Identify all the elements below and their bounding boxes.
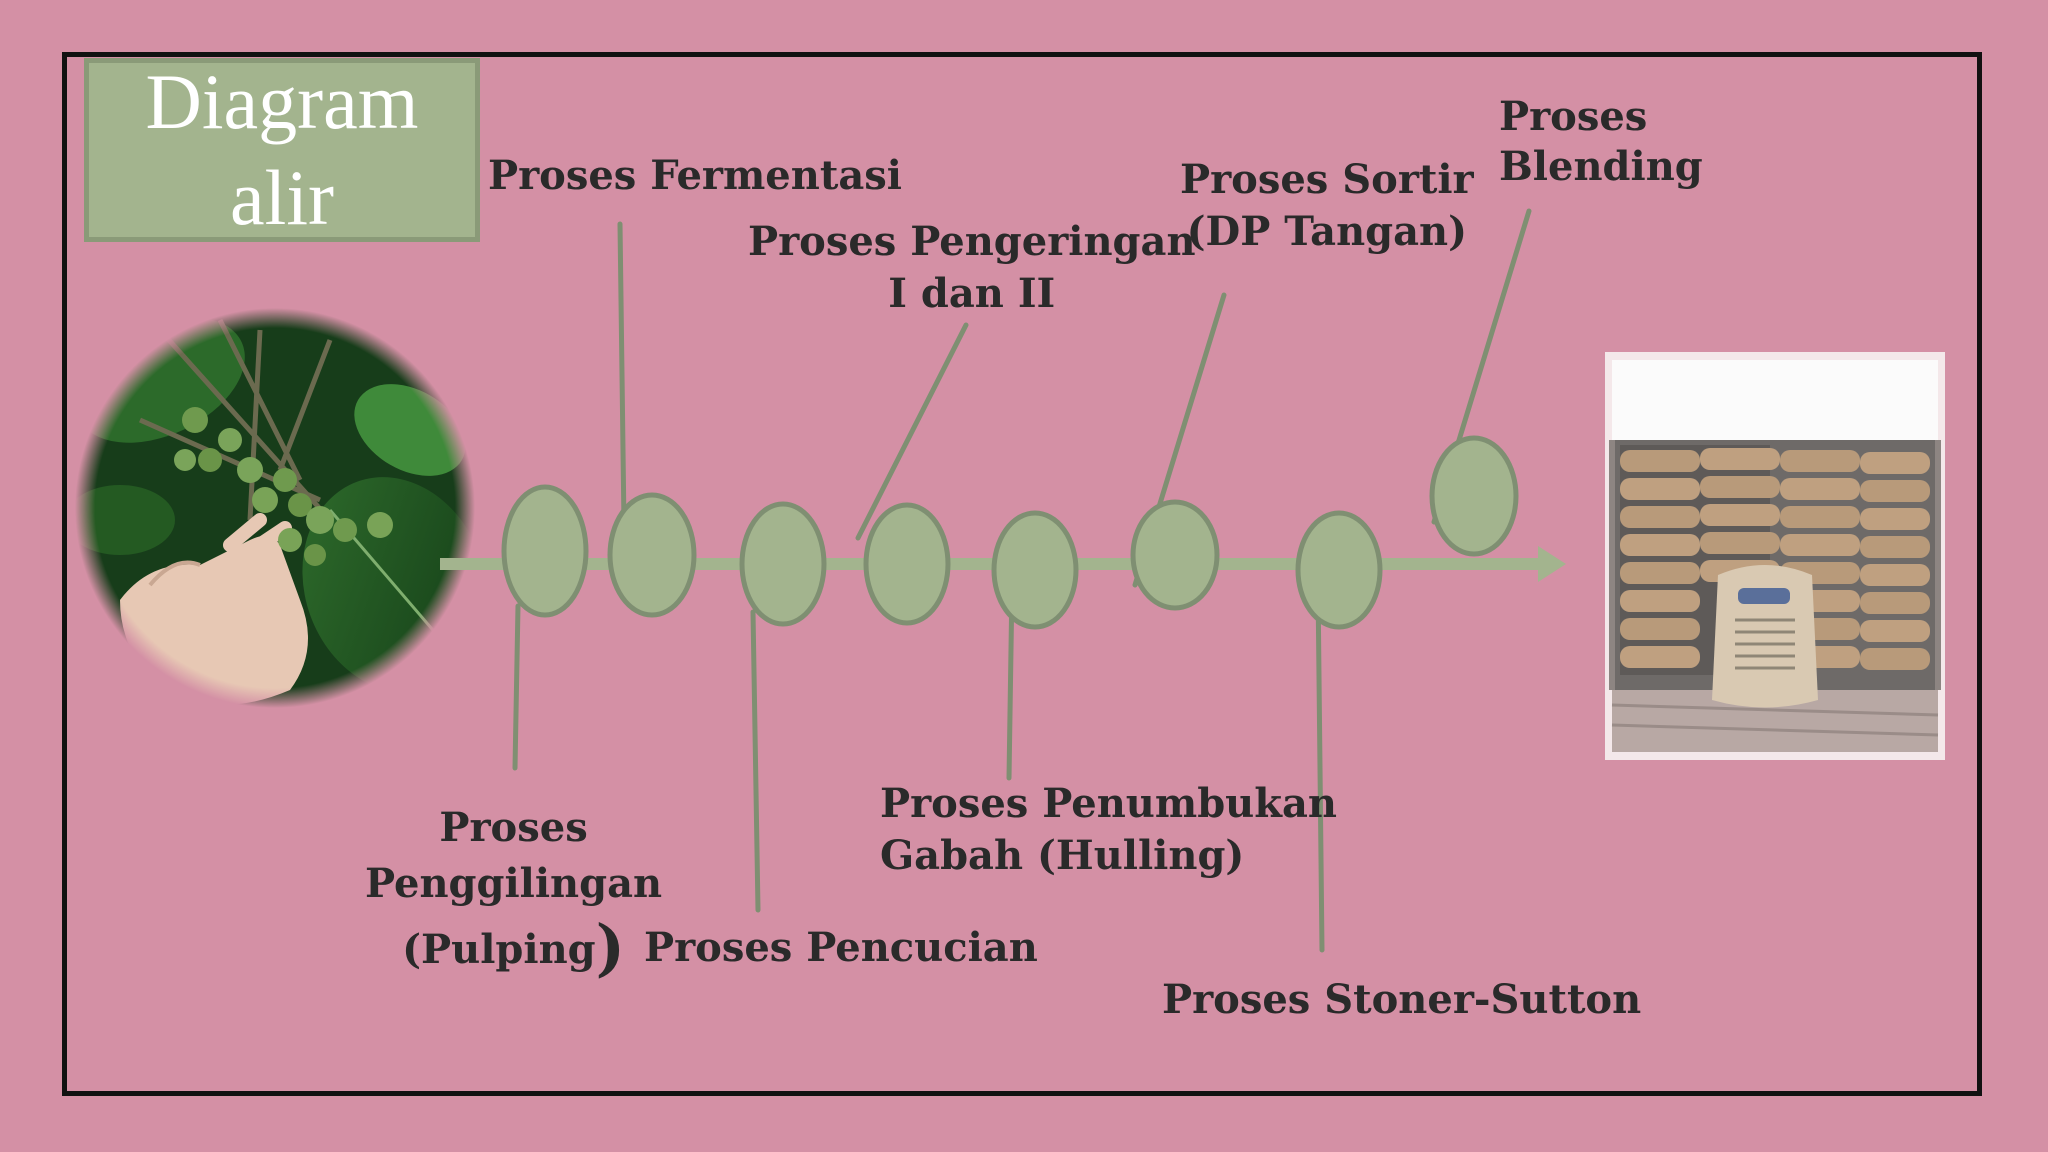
node-hulling bbox=[991, 510, 1079, 630]
label-pengeringan-line2: I dan II bbox=[888, 270, 1056, 317]
label-stoner: Proses Stoner-Sutton bbox=[1162, 976, 1642, 1023]
node-sortir bbox=[1130, 499, 1220, 611]
label-blending-line1: Proses bbox=[1499, 93, 1648, 140]
label-hulling-line2: Gabah (Hulling) bbox=[880, 832, 1245, 879]
label-fermentasi: Proses Fermentasi bbox=[488, 152, 902, 199]
node-blending bbox=[1429, 435, 1519, 557]
connector-stoner bbox=[1315, 582, 1325, 953]
node-pencucian bbox=[739, 501, 827, 627]
step-nodes bbox=[501, 435, 1519, 630]
label-pulping-line2: Penggilingan bbox=[365, 860, 663, 907]
label-pulping-line3-paren: ) bbox=[595, 911, 625, 984]
title-line-2: alir bbox=[230, 154, 334, 241]
connector-pencucian bbox=[750, 609, 761, 913]
label-pencucian: Proses Pencucian bbox=[644, 924, 1038, 971]
label-blending-line2: Blending bbox=[1499, 143, 1703, 190]
label-hulling: Proses Penumbukan Gabah (Hulling) bbox=[880, 778, 1337, 882]
node-pengeringan bbox=[863, 502, 951, 626]
label-blending: Proses Blending bbox=[1499, 92, 1703, 192]
connector-pengeringan bbox=[855, 322, 969, 541]
title-box: Diagram alir bbox=[84, 58, 480, 242]
label-sortir-line2: (DP Tangan) bbox=[1186, 208, 1468, 255]
coffee-cherries-photo bbox=[65, 300, 488, 720]
slide-frame bbox=[62, 52, 1982, 1096]
label-pengeringan: Proses Pengeringan I dan II bbox=[748, 216, 1196, 320]
coffee-sacks-photo bbox=[1605, 352, 1945, 760]
label-sortir-line1: Proses Sortir bbox=[1180, 156, 1474, 203]
label-hulling-line1: Proses Penumbukan bbox=[880, 780, 1337, 827]
label-pulping: Proses Penggilingan (Pulping) bbox=[365, 800, 662, 986]
title-line-1: Diagram bbox=[145, 58, 419, 145]
label-pulping-line1: Proses bbox=[439, 804, 588, 851]
label-pulping-line3-text: (Pulping bbox=[402, 926, 596, 973]
label-pengeringan-line1: Proses Pengeringan bbox=[748, 218, 1196, 265]
label-pulping-line3: (Pulping) bbox=[365, 912, 662, 986]
node-pulping bbox=[501, 484, 589, 618]
label-sortir: Proses Sortir (DP Tangan) bbox=[1180, 154, 1474, 258]
node-fermentasi bbox=[607, 492, 697, 618]
connector-pulping bbox=[512, 603, 521, 771]
node-stoner bbox=[1295, 510, 1383, 630]
